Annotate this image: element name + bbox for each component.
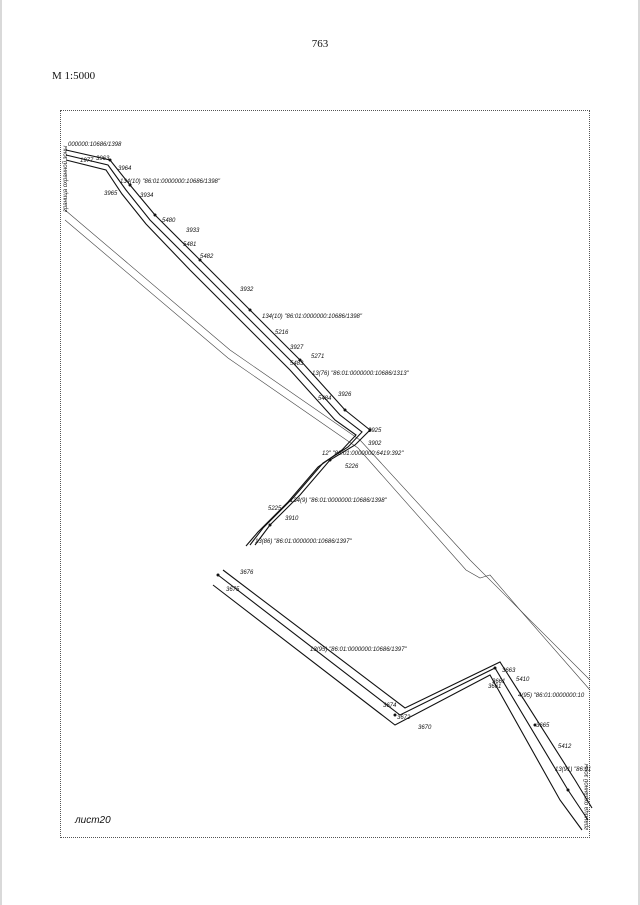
point-label: 5216 bbox=[275, 330, 289, 336]
scan-edge-right bbox=[638, 0, 640, 905]
parcel-label: 13(91) "86:01 bbox=[555, 767, 591, 773]
point-label: 3964 bbox=[118, 166, 132, 172]
parcel-label: 13(95) "86:01:0000000:10686/1397" bbox=[310, 647, 408, 653]
route-line-f bbox=[222, 569, 593, 809]
parcel-label: 13(86) "86:01:0000000:10686/1397" bbox=[255, 539, 353, 545]
point-marker bbox=[153, 213, 157, 217]
point-label: 3932 bbox=[240, 287, 254, 293]
route-line-d bbox=[212, 584, 583, 831]
point-label: 3927 bbox=[290, 345, 304, 351]
point-marker bbox=[343, 408, 347, 412]
point-label: 5480 bbox=[162, 218, 176, 224]
point-marker bbox=[298, 358, 302, 362]
zone-boundary bbox=[64, 209, 591, 691]
parcel-label: 134(10) "86:01:0000000:10686/1398" bbox=[120, 179, 221, 185]
point-marker bbox=[368, 428, 372, 432]
point-label: 5481 bbox=[183, 242, 196, 248]
point-label: 3663 bbox=[502, 668, 516, 674]
map-frame bbox=[60, 110, 590, 838]
point-marker bbox=[216, 573, 220, 577]
parcel-label: 000000:10686/1398 bbox=[68, 142, 122, 148]
point-marker bbox=[566, 788, 570, 792]
point-marker bbox=[393, 713, 397, 717]
point-label: 3676 bbox=[240, 570, 254, 576]
point-label: 5412 bbox=[558, 744, 572, 750]
sheet-label: лист20 bbox=[75, 815, 111, 826]
point-label: 3925 bbox=[368, 428, 382, 434]
point-label: 5482 bbox=[200, 254, 214, 260]
point-marker bbox=[248, 308, 252, 312]
point-label: 5225 bbox=[268, 506, 282, 512]
survey-points bbox=[108, 158, 570, 792]
route-line-c bbox=[65, 159, 357, 547]
point-label: 3902 bbox=[368, 441, 382, 447]
point-label: 3661 bbox=[488, 684, 501, 690]
point-marker bbox=[108, 158, 112, 162]
point-label: 3672 bbox=[397, 715, 411, 721]
parcel-label: 134(9) "86:01:0000000:10686/1398" bbox=[290, 498, 388, 504]
point-label: 3910 bbox=[285, 516, 299, 522]
point-label: 5271 bbox=[311, 354, 324, 360]
point-marker bbox=[328, 458, 332, 462]
zone-line-left bbox=[64, 209, 591, 681]
point-label: 3661 bbox=[492, 679, 505, 685]
parcel-label: 4(95) "86:01:0000000:10 bbox=[518, 693, 585, 699]
zone-line-right bbox=[64, 219, 591, 691]
point-marker bbox=[128, 183, 132, 187]
side-text-top-left: граница охранной зоны bbox=[62, 145, 69, 212]
side-text-bottom-right: граница охранной зоны bbox=[583, 763, 590, 830]
point-label: 5484 bbox=[318, 396, 332, 402]
point-label: 3926 bbox=[338, 392, 352, 398]
point-label: 3963 bbox=[96, 156, 110, 162]
parcel-label: 13(76) "86:01:0000000:10686/1313" bbox=[312, 371, 410, 377]
point-label: 3965 bbox=[104, 191, 118, 197]
point-marker bbox=[198, 258, 202, 262]
point-marker bbox=[268, 523, 272, 527]
point-label: 1977 bbox=[80, 158, 94, 164]
point-marker bbox=[533, 723, 537, 727]
point-label: 3674 bbox=[383, 703, 397, 709]
point-label: 3665 bbox=[536, 723, 550, 729]
point-label: 3933 bbox=[186, 228, 200, 234]
route-line-b bbox=[65, 154, 363, 546]
parcel-label: 134(10) "86:01:0000000:10686/1398" bbox=[262, 314, 363, 320]
page-number: 763 bbox=[311, 38, 329, 50]
route-line-a bbox=[65, 149, 371, 546]
parcel-label: 12" "86:01:0000000:6419:392" bbox=[322, 451, 404, 457]
point-label: 3675 bbox=[226, 587, 240, 593]
point-label: 5226 bbox=[345, 464, 359, 470]
point-label: 3934 bbox=[140, 193, 154, 199]
point-label: 5483 bbox=[290, 361, 304, 367]
pipeline-route bbox=[65, 149, 593, 831]
scan-edge-left bbox=[0, 0, 2, 905]
map-scale: М 1:5000 bbox=[52, 70, 96, 82]
point-label: 3670 bbox=[418, 725, 432, 731]
point-marker bbox=[493, 666, 497, 670]
point-label: 5410 bbox=[516, 677, 530, 683]
